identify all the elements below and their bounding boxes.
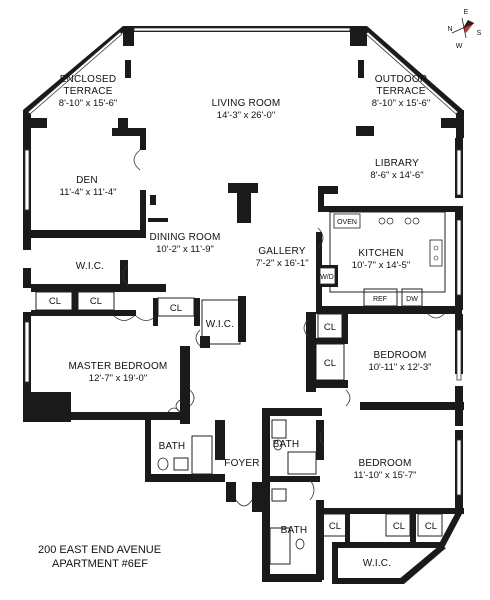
- library-label: LIBRARY: [375, 158, 419, 169]
- master-bedroom-label: MASTER BEDROOM: [69, 361, 168, 372]
- gallery-dim: 7'-2" x 16'-1": [255, 258, 308, 269]
- dishwasher-label: DW: [406, 296, 418, 303]
- wic-top-label: W.I.C.: [76, 261, 104, 272]
- address-block: 200 EAST END AVENUE APARTMENT #6EF: [38, 544, 161, 570]
- address-line-1: 200 EAST END AVENUE: [38, 544, 161, 556]
- compass-n: N: [447, 26, 452, 33]
- library-dim: 8'-6" x 14'-6": [370, 170, 423, 181]
- outdoor-terrace-label-2: TERRACE: [376, 86, 425, 97]
- closet-label: CL: [49, 296, 61, 307]
- living-room-label: LIVING ROOM: [212, 98, 281, 109]
- foyer-label: FOYER: [224, 458, 259, 469]
- living-room-dim: 14'-3" x 26'-0": [217, 110, 275, 121]
- closet-label: CL: [324, 358, 336, 369]
- refrigerator-label: REF: [373, 296, 387, 303]
- windows: [24, 27, 462, 496]
- wic-mid-label: W.I.C.: [206, 319, 234, 330]
- bedroom-1-label: BEDROOM: [373, 350, 426, 361]
- outdoor-terrace-label-1: OUTDOOR: [375, 74, 428, 85]
- closet-label: CL: [393, 521, 405, 532]
- closet-labels: CL CL CL CL CL CL CL CL: [49, 296, 437, 532]
- compass-w: W: [456, 43, 463, 50]
- enclosed-terrace-label-2: TERRACE: [63, 86, 112, 97]
- bath-mid-label: BATH: [273, 439, 300, 450]
- door-swings: [113, 149, 445, 507]
- closet-label: CL: [170, 303, 182, 314]
- closet-label: CL: [324, 322, 336, 333]
- appliance-labels: OVEN W/D REF DW: [320, 219, 418, 303]
- wic-bottom-label: W.I.C.: [363, 558, 391, 569]
- kitchen-label: KITCHEN: [358, 248, 403, 259]
- outdoor-terrace-dim: 8'-10" x 15'-6": [372, 98, 430, 109]
- den-label: DEN: [76, 175, 98, 186]
- address-line-2: APARTMENT #6EF: [52, 558, 148, 570]
- compass-s: S: [477, 30, 482, 37]
- enclosed-terrace-dim: 8'-10" x 15'-6": [59, 98, 117, 109]
- closet-label: CL: [425, 521, 437, 532]
- bedroom-2-label: BEDROOM: [358, 458, 411, 469]
- kitchen-dim: 10'-7" x 14'-5": [352, 260, 410, 271]
- washer-dryer-label: W/D: [320, 274, 334, 281]
- master-bedroom-dim: 12'-7" x 19'-0": [89, 373, 147, 384]
- dining-room-dim: 10'-2" x 11'-9": [156, 244, 214, 255]
- oven-label: OVEN: [337, 219, 357, 226]
- closet-label: CL: [329, 521, 341, 532]
- dining-room-label: DINING ROOM: [149, 232, 220, 243]
- enclosed-terrace-label-1: ENCLOSED: [60, 74, 117, 85]
- compass-e: E: [464, 9, 469, 16]
- room-labels: ENCLOSED TERRACE 8'-10" x 15'-6" LIVING …: [59, 74, 432, 569]
- closet-label: CL: [90, 296, 102, 307]
- kitchen-fixtures: [333, 213, 443, 267]
- compass-icon: N E S W: [447, 9, 481, 50]
- bedroom-2-dim: 11'-10" x 15'-7": [353, 470, 416, 481]
- den-dim: 11'-4" x 11'-4": [59, 187, 116, 198]
- bedroom-1-dim: 10'-11" x 12'-3": [368, 362, 431, 373]
- bath-bottom-label: BATH: [281, 525, 308, 536]
- gallery-label: GALLERY: [258, 246, 305, 257]
- bath-left-label: BATH: [159, 441, 186, 452]
